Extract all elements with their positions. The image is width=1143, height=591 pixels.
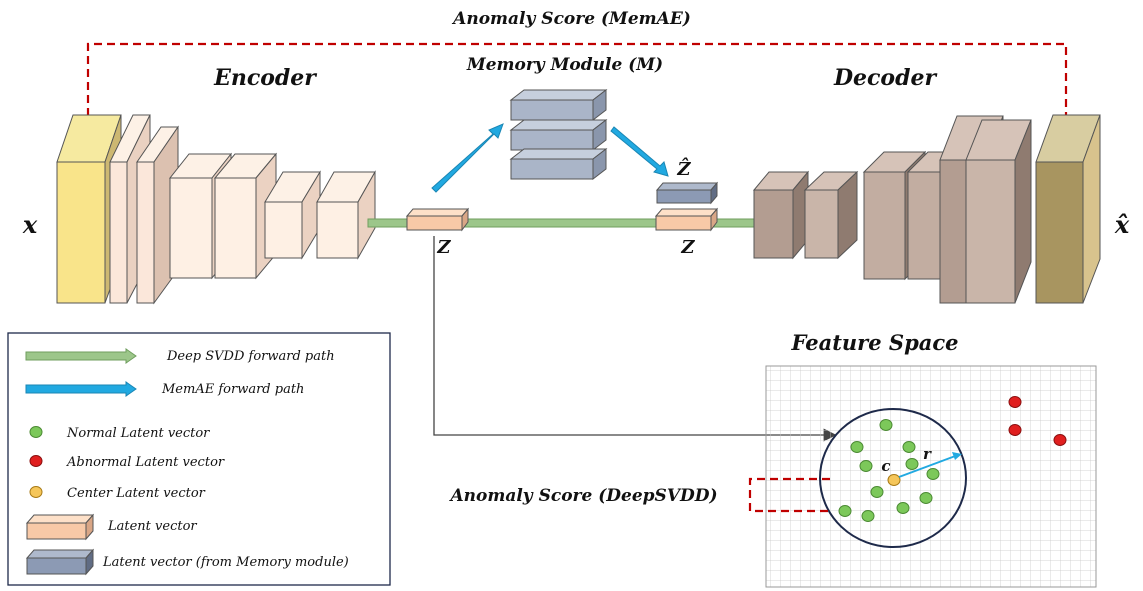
memae-arrow-down bbox=[610, 126, 669, 177]
input-x-symbol: x bbox=[22, 210, 38, 239]
memae-score-bracket bbox=[86, 42, 1068, 142]
legend-label-memae: MemAE forward path bbox=[161, 382, 304, 397]
legend-label-center: Center Latent vector bbox=[67, 486, 206, 501]
blue-arrow-icon bbox=[25, 381, 137, 397]
normal-point bbox=[870, 486, 884, 498]
legend-item-abnormal: Abnormal Latent vector bbox=[29, 455, 225, 470]
decoder-layer-6 bbox=[965, 119, 1032, 304]
latent-z-right-label: Z bbox=[680, 237, 695, 258]
deepsvdd-score-bracket bbox=[748, 477, 832, 513]
legend-label-abnormal: Abnormal Latent vector bbox=[66, 455, 225, 470]
output-x-hat-symbol: x̂ bbox=[1114, 210, 1130, 239]
latent-vector-z-left bbox=[405, 207, 470, 232]
deepsvdd-score-title: Anomaly Score (DeepSVDD) bbox=[448, 486, 717, 506]
abnormal-point bbox=[1008, 396, 1022, 408]
decoder-title: Decoder bbox=[833, 65, 938, 91]
memory-module-stack bbox=[509, 88, 608, 181]
legend-item-latent: Latent vector bbox=[25, 513, 197, 541]
normal-point bbox=[905, 458, 919, 470]
yellow-dot-icon bbox=[29, 486, 43, 498]
normal-point bbox=[859, 460, 873, 472]
latent-box-icon bbox=[26, 522, 87, 540]
legend-item-memae: MemAE forward path bbox=[25, 381, 304, 397]
normal-point bbox=[838, 505, 852, 517]
abnormal-point bbox=[1053, 434, 1067, 446]
encoder-layer-5 bbox=[264, 170, 321, 260]
decoder-layer-1 bbox=[752, 170, 810, 260]
center-label: c bbox=[881, 457, 890, 475]
encoder-title: Encoder bbox=[213, 65, 317, 91]
latent-vector-z-right bbox=[654, 207, 719, 232]
latent-z-left-label: Z bbox=[436, 237, 451, 258]
normal-points bbox=[838, 419, 940, 522]
legend-item-normal: Normal Latent vector bbox=[29, 426, 210, 441]
legend-item-center: Center Latent vector bbox=[29, 486, 206, 501]
output-image-block bbox=[1035, 114, 1101, 304]
legend-box bbox=[7, 332, 391, 586]
encoder-layer-6 bbox=[316, 170, 376, 260]
legend-label-latent: Latent vector bbox=[107, 519, 197, 534]
center-point bbox=[887, 474, 901, 486]
decoder-layer-2 bbox=[803, 170, 859, 260]
legend-item-memory-latent: Latent vector (from Memory module) bbox=[25, 548, 349, 576]
normal-point bbox=[919, 492, 933, 504]
green-dot-icon bbox=[29, 426, 43, 438]
memory-box-icon bbox=[26, 557, 87, 575]
normal-point bbox=[861, 510, 875, 522]
red-dot-icon bbox=[29, 455, 43, 467]
normal-point bbox=[902, 441, 916, 453]
normal-point bbox=[926, 468, 940, 480]
abnormal-point bbox=[1008, 424, 1022, 436]
legend-label-memory-latent: Latent vector (from Memory module) bbox=[102, 555, 349, 570]
abnormal-points bbox=[1008, 396, 1067, 446]
z-to-feature-space-line bbox=[433, 236, 837, 442]
normal-point bbox=[896, 502, 910, 514]
legend-label-deep-svdd: Deep SVDD forward path bbox=[166, 349, 335, 364]
normal-point bbox=[850, 441, 864, 453]
green-arrow-icon bbox=[25, 348, 137, 364]
radius-arrow bbox=[898, 452, 962, 478]
latent-vector-z-hat bbox=[655, 181, 719, 205]
memae-arrow-up bbox=[431, 123, 504, 193]
hypersphere-boundary bbox=[819, 408, 967, 548]
radius-label: r bbox=[923, 445, 932, 463]
memory-module-title: Memory Module (M) bbox=[466, 55, 663, 75]
legend-item-deep-svdd: Deep SVDD forward path bbox=[25, 348, 335, 364]
latent-z-hat-label: Ẑ bbox=[676, 156, 691, 180]
feature-space-title: Feature Space bbox=[790, 330, 958, 355]
normal-point bbox=[879, 419, 893, 431]
legend-label-normal: Normal Latent vector bbox=[66, 426, 210, 441]
memae-score-title: Anomaly Score (MemAE) bbox=[451, 9, 691, 29]
